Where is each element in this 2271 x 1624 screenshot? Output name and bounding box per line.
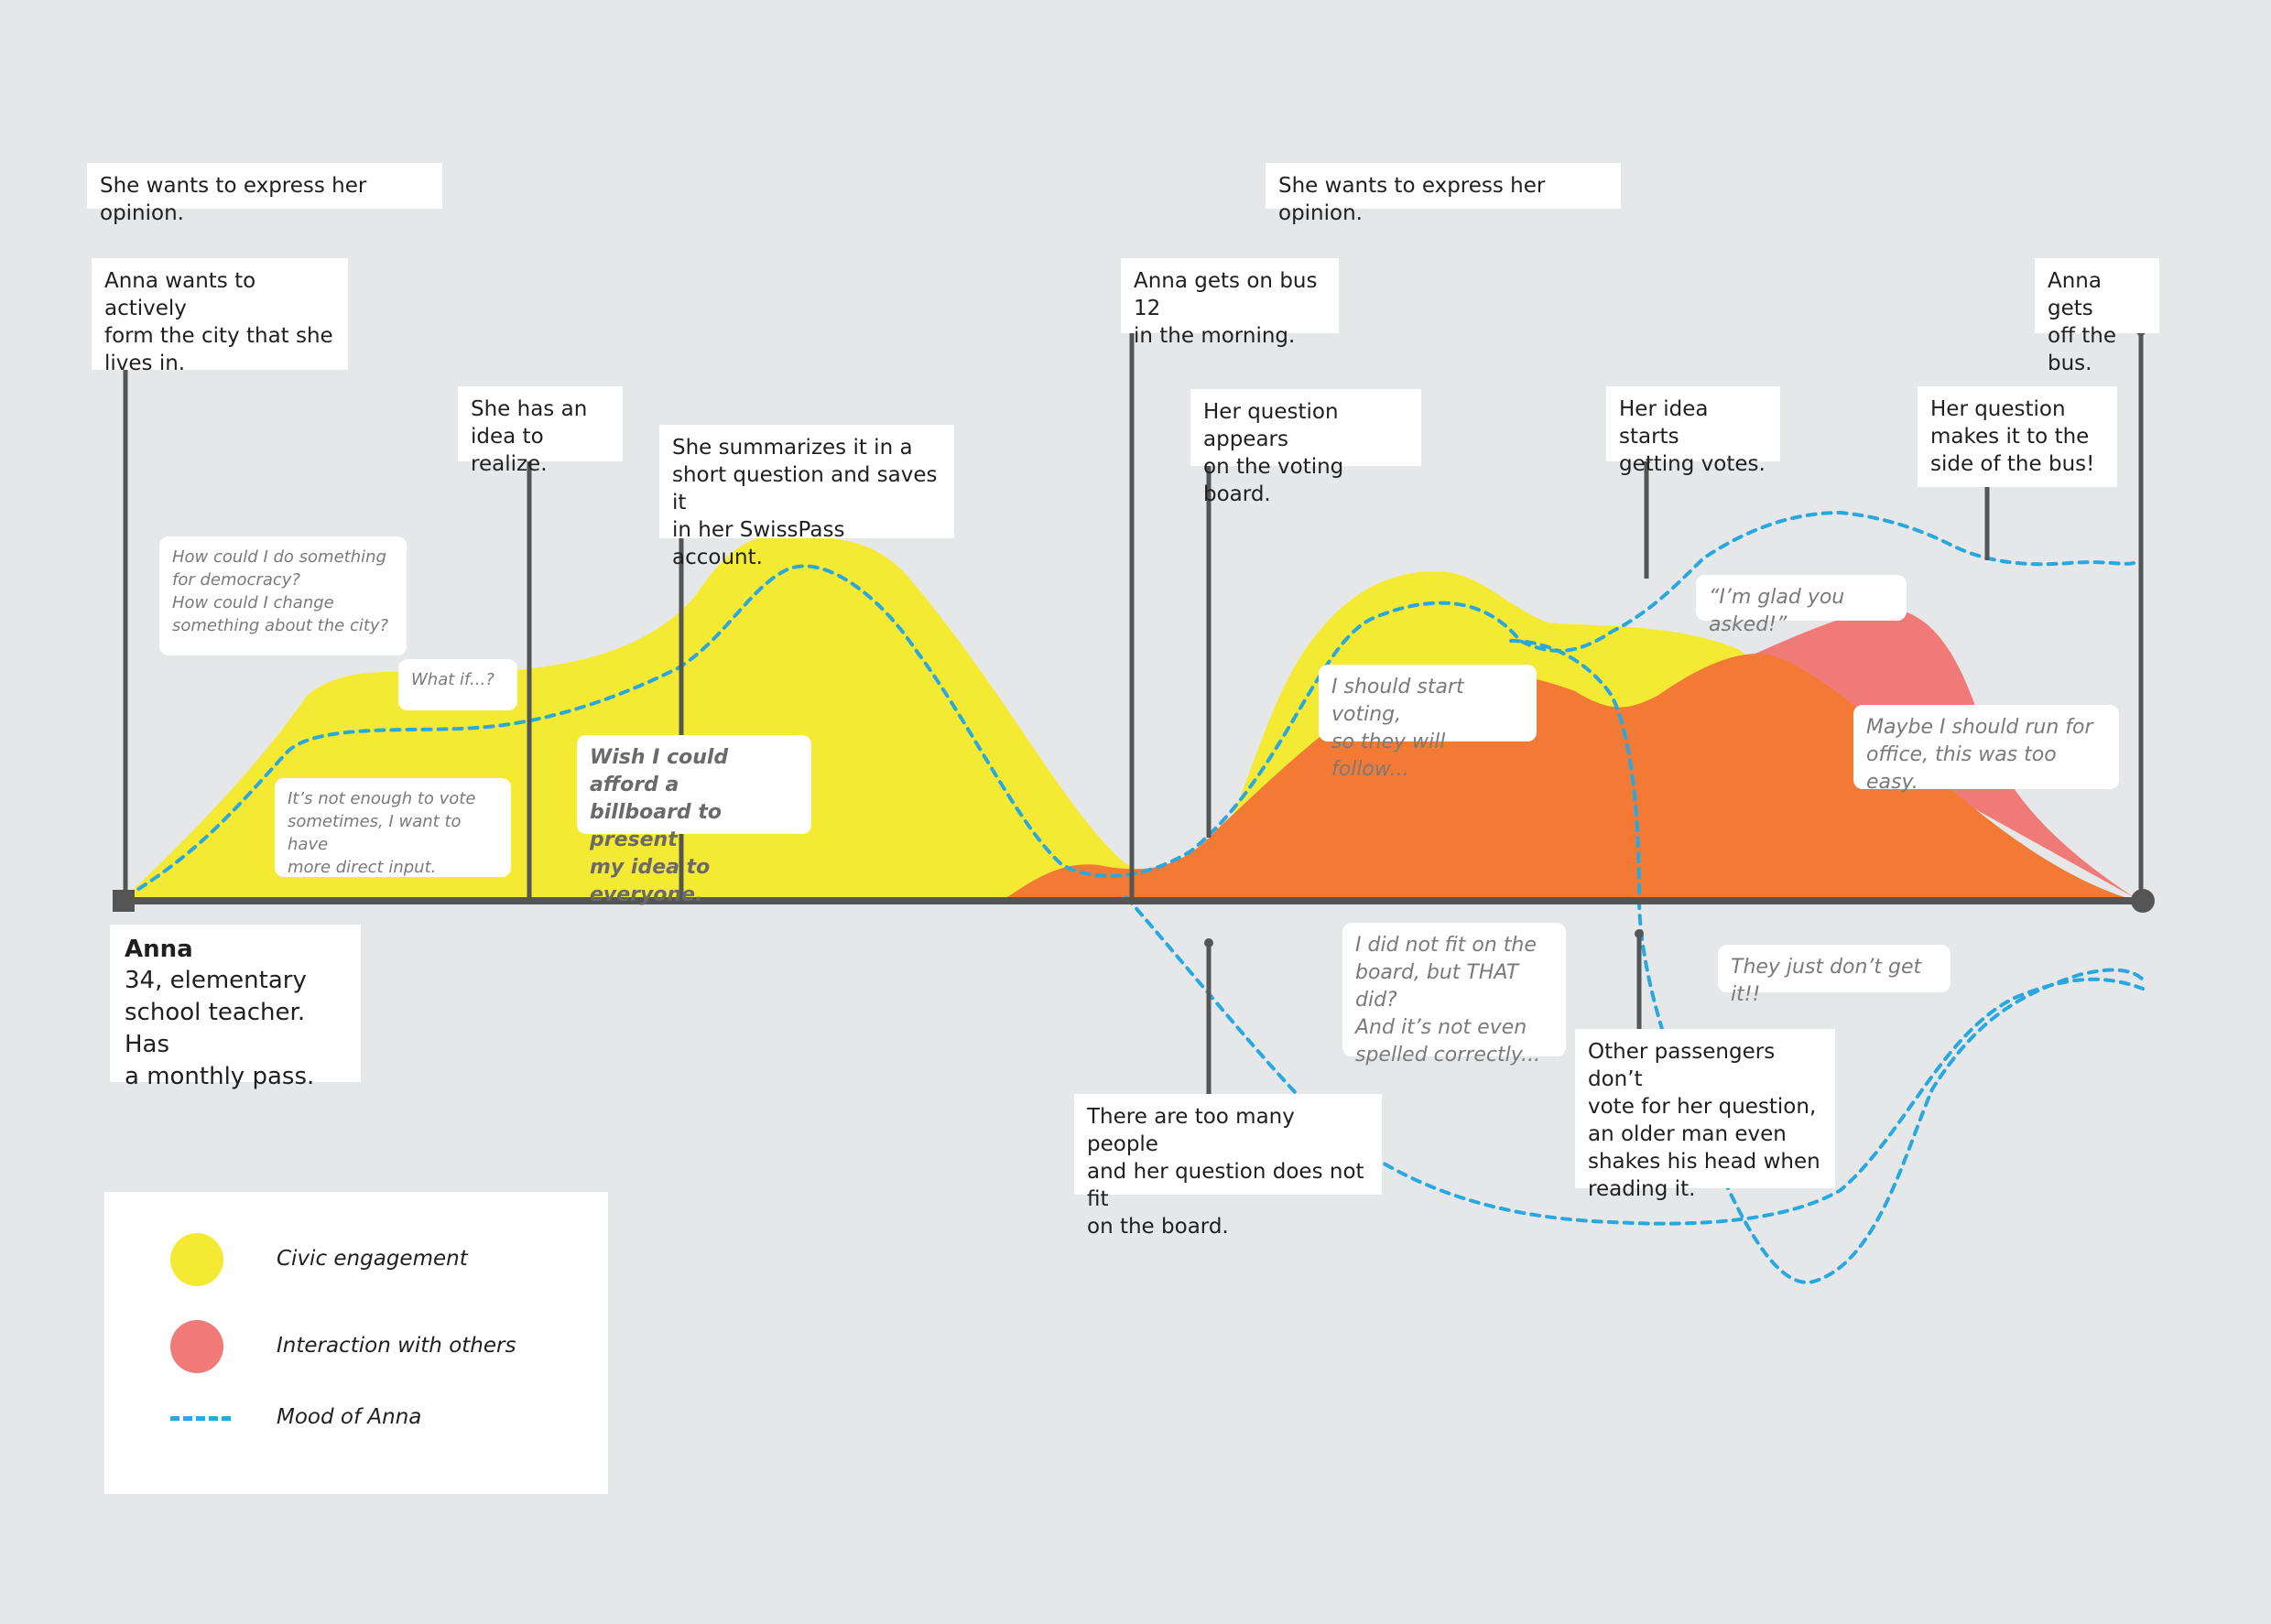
event-question-does-not-fit: There are too many people and her questi…	[1074, 1094, 1382, 1239]
legend-civic-label: Civic engagement	[277, 1247, 468, 1271]
mood-line-low	[1125, 895, 2145, 1226]
thought-glad-you-asked: “I’m glad you asked!”	[1696, 575, 1907, 636]
legend-mood-label: Mood of Anna	[277, 1405, 422, 1429]
event-idea-gets-votes: Her idea starts getting votes.	[1606, 386, 1780, 476]
legend-civic-swatch	[170, 1233, 223, 1286]
persona-description: 34, elementary school teacher. Has a mon…	[125, 967, 315, 1090]
interaction-dark-area	[1007, 654, 2124, 897]
event-passengers-dont-vote: Other passengers don’t vote for her ques…	[1575, 1029, 1835, 1201]
thought-they-dont-get-it: They just don’t get it!!	[1718, 945, 1950, 1006]
legend-item-mood: Mood of Anna	[104, 1391, 608, 1446]
legend: Civic engagement Interaction with others…	[104, 1192, 608, 1494]
thought-not-enough-to-vote: It’s not enough to vote sometimes, I wan…	[275, 778, 511, 877]
timeline-end-marker	[2131, 889, 2155, 913]
thought-democracy: How could I do something for democracy? …	[159, 536, 407, 655]
event-has-idea: She has an idea to realize.	[458, 386, 623, 476]
legend-interaction-label: Interaction with others	[277, 1334, 516, 1358]
event-question-appears: Her question appears on the voting board…	[1190, 389, 1421, 506]
persona-card: Anna 34, elementary school teacher. Has …	[110, 925, 361, 1090]
event-gets-off-bus: Anna gets off the bus.	[2035, 258, 2159, 375]
event-gets-on-bus: Anna gets on bus 12 in the morning.	[1121, 258, 1339, 348]
persona-name: Anna	[125, 936, 193, 963]
top-note-left: She wants to express her opinion.	[87, 163, 442, 225]
event-question-side-of-bus: Her question makes it to the side of the…	[1918, 386, 2117, 487]
timeline-start-marker	[113, 890, 135, 912]
thought-what-if: What if...?	[398, 659, 517, 710]
top-note-right: She wants to express her opinion.	[1266, 163, 1621, 225]
legend-item-civic: Civic engagement	[104, 1233, 608, 1288]
thought-run-for-office: Maybe I should run for office, this was …	[1853, 705, 2119, 794]
mood-line	[124, 510, 2135, 899]
event-want-to-form-city: Anna wants to actively form the city tha…	[92, 258, 348, 375]
thought-did-not-fit: I did not fit on the board, but THAT did…	[1342, 923, 1566, 1066]
thought-billboard: Wish I could afford a billboard to prese…	[577, 735, 811, 906]
event-connectors	[123, 330, 2144, 1094]
legend-mood-dash	[170, 1416, 231, 1421]
thought-start-voting: I should start voting, so they will foll…	[1319, 665, 1537, 781]
event-summarizes-question: She summarizes it in a short question an…	[659, 425, 954, 569]
mood-line-branch	[1509, 639, 2145, 1284]
legend-interaction-swatch	[170, 1320, 223, 1373]
legend-item-interaction: Interaction with others	[104, 1320, 608, 1375]
